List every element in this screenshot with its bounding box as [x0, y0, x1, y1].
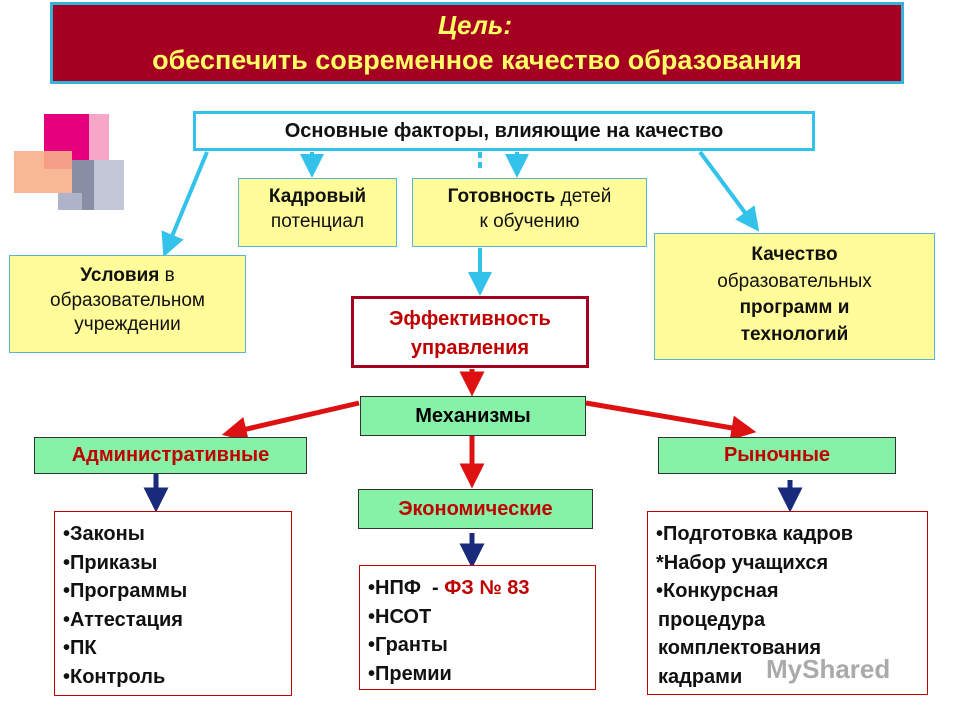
decorative-squares	[14, 114, 124, 210]
factor-programs-line1: Качество	[751, 244, 838, 265]
goal-label: Цель:	[438, 10, 513, 40]
list-arrows	[143, 474, 803, 569]
econ-item1-prefix: •НПФ -	[368, 577, 445, 599]
factor-staff-bold: Кадровый	[268, 186, 367, 207]
factor-readiness-bold: Готовность	[447, 186, 556, 207]
list-item: кадрами	[658, 665, 743, 688]
list-item: •НСОТ	[368, 605, 432, 628]
arrow-to-administrative	[221, 400, 360, 442]
list-item: •Контроль	[63, 665, 166, 688]
factor-programs-line4: технологий	[740, 323, 849, 345]
arrow-to-programs	[698, 150, 760, 232]
arrow-to-market	[585, 400, 757, 441]
factor-conditions: Условия в образовательном учреждении	[9, 255, 246, 353]
factor-staff-rest: потенциал	[270, 210, 365, 232]
goal-text: обеспечить современное качество образова…	[152, 45, 802, 75]
list-item: •Гранты	[368, 634, 448, 656]
arrow-to-conditions	[161, 151, 209, 258]
management-line2: управления	[410, 337, 530, 359]
management-line1: Эффективность	[389, 308, 551, 330]
list-item: •Программы	[63, 580, 188, 602]
list-item: процедура	[658, 608, 766, 631]
factor-staff: Кадровый потенциал	[238, 178, 397, 247]
econ-item1-highlight: ФЗ № 83	[444, 577, 530, 599]
mechanism-economic: Экономические	[358, 489, 593, 529]
watermark-text: MyShared	[766, 654, 891, 684]
list-item: *Набор учащихся	[656, 551, 829, 574]
list-item: •НПФ - ФЗ № 83	[368, 574, 595, 603]
market-list: •Подготовка кадров *Набор учащихся •Конк…	[647, 511, 928, 695]
list-item: •ПК	[63, 637, 97, 659]
factor-readiness: Готовность детей к обучению	[412, 178, 647, 247]
goal-banner: Цель: обеспечить современное качество об…	[50, 2, 904, 84]
mechanism-arrows	[221, 369, 757, 489]
factor-readiness-rest2: к обучению	[479, 210, 580, 232]
administrative-list: •Законы •Приказы •Программы •Аттестация …	[54, 511, 292, 696]
mechanism-administrative: Административные	[34, 437, 307, 474]
list-item: •Аттестация	[63, 608, 183, 631]
factors-title: Основные факторы, влияющие на качество	[193, 111, 815, 151]
factor-programs-line2: образовательных	[717, 270, 872, 292]
factor-programs-line3: программ и	[739, 297, 850, 319]
factor-conditions-bold: Условия	[80, 265, 160, 286]
management-effectiveness: Эффективность управления	[351, 296, 589, 368]
economic-list: •НПФ - ФЗ № 83 •НСОТ •Гранты •Премии	[359, 565, 596, 690]
list-item: •Премии	[368, 662, 452, 685]
factor-conditions-rest3: учреждении	[74, 314, 181, 336]
factor-programs: Качество образовательных программ и техн…	[654, 233, 935, 360]
factor-arrows	[161, 150, 760, 296]
factor-readiness-rest1: детей	[555, 186, 612, 207]
list-item: •Подготовка кадров	[656, 523, 854, 545]
factor-conditions-rest1: в	[159, 265, 175, 286]
factor-conditions-rest2: образовательном	[50, 289, 205, 311]
mechanisms-title: Механизмы	[360, 396, 586, 436]
list-item: •Законы	[63, 523, 145, 545]
list-item: комплектования	[658, 637, 822, 659]
list-item: •Приказы	[63, 551, 158, 574]
mechanism-market: Рыночные	[658, 437, 896, 474]
list-item: •Конкурсная	[656, 580, 779, 602]
